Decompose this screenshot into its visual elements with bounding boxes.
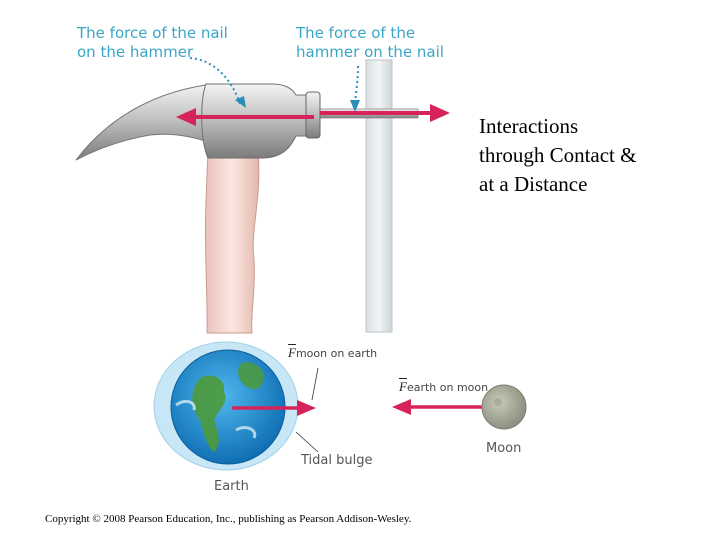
vector-symbol: F: [399, 379, 407, 394]
force-arrow-nail-on-hammer-head: [176, 108, 196, 126]
vector-subscript: moon on earth: [295, 347, 378, 360]
caption-line: hammer on the nail: [296, 43, 444, 61]
caption-line: The force of the nail: [77, 24, 228, 42]
caption-line: on the hammer: [77, 43, 194, 61]
label-tidal-bulge: Tidal bulge: [301, 453, 373, 468]
vector-symbol: F: [288, 345, 296, 360]
label-force-moon-on-earth: Fmoon on earth: [288, 344, 377, 362]
wall: [365, 59, 393, 333]
leader-hammer-on-nail-tip: [350, 100, 360, 112]
leader-moon-on-earth: [311, 367, 319, 401]
side-title-line: through Contact &: [479, 143, 637, 167]
moon-crater: [494, 398, 502, 406]
copyright-notice: Copyright © 2008 Pearson Education, Inc.…: [45, 513, 412, 525]
moon-crater: [509, 411, 515, 417]
label-earth: Earth: [214, 479, 249, 494]
side-title: Interactions through Contact & at a Dist…: [479, 112, 709, 199]
force-arrow-earth-on-moon-head: [392, 399, 411, 415]
hammer-head: [201, 83, 309, 159]
label-moon: Moon: [486, 441, 522, 456]
caption-line: The force of the: [296, 24, 416, 42]
earth-clouds: [175, 399, 257, 439]
caption-nail-on-hammer: The force of the nail on the hammer: [77, 24, 228, 62]
force-arrow-moon-on-earth-head: [297, 400, 316, 416]
label-force-earth-on-moon: Fearth on moon: [399, 378, 488, 396]
vector-subscript: earth on moon: [406, 381, 489, 394]
leader-nail-on-hammer-tip: [235, 96, 246, 108]
side-title-line: Interactions: [479, 114, 579, 138]
caption-hammer-on-nail: The force of the hammer on the nail: [296, 24, 444, 62]
side-title-line: at a Distance: [479, 172, 588, 196]
force-arrow-hammer-on-nail-head: [430, 104, 450, 122]
leader-tidal-bulge: [295, 431, 319, 453]
moon: [481, 384, 527, 430]
leader-nail-on-hammer: [189, 57, 241, 105]
earth-continent-2: [237, 362, 264, 390]
hammer-handle: [204, 149, 260, 334]
leader-hammer-on-nail: [354, 65, 359, 105]
earth-continent-americas: [192, 375, 226, 452]
